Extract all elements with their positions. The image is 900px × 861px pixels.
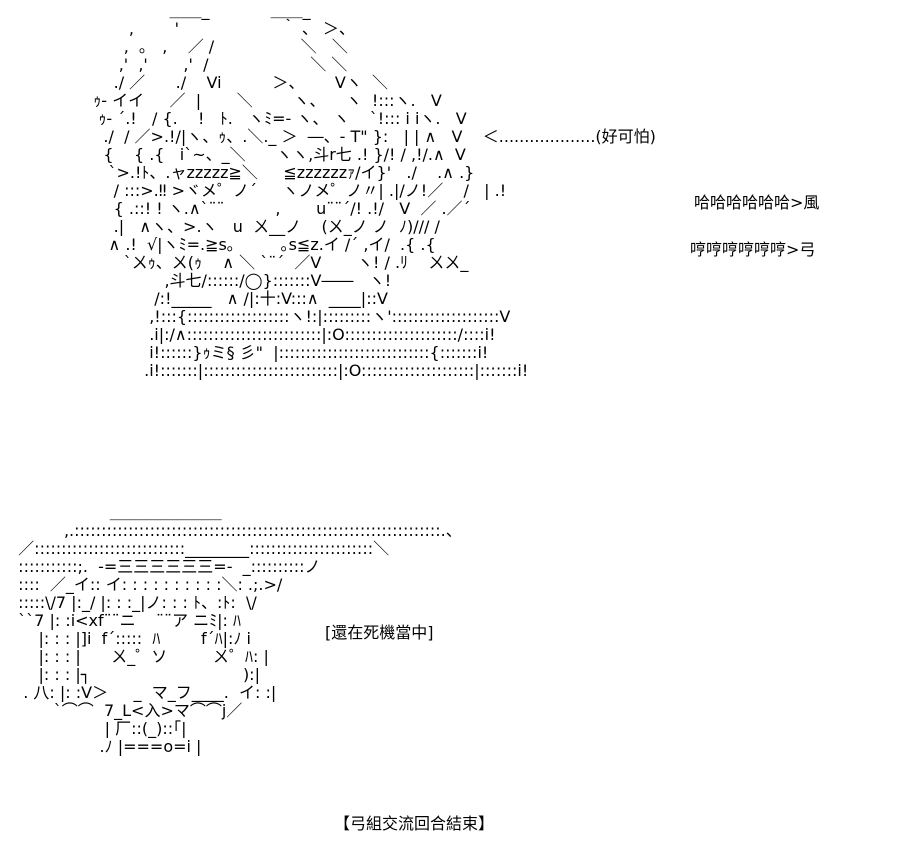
ascii-art-frozen-character: ＿＿＿＿＿＿＿ ,.::::::::::::::::::::::::::::::… xyxy=(18,503,462,756)
caption-laughing-kaze: 哈哈哈哈哈哈>風 xyxy=(694,193,820,212)
caption-humph-yumi: 哼哼哼哼哼哼>弓 xyxy=(690,240,816,259)
caption-round-end: 【弓組交流回合結束】 xyxy=(334,814,495,833)
caption-still-crashed: [還在死機當中] xyxy=(325,623,434,642)
ascii-art-frightened-character: ＿＿_ ＿＿_ , ' ｀ 、 ＞、 , ｡ , ／ / ＼ ＼ ,' ,' ,… xyxy=(93,1,656,380)
